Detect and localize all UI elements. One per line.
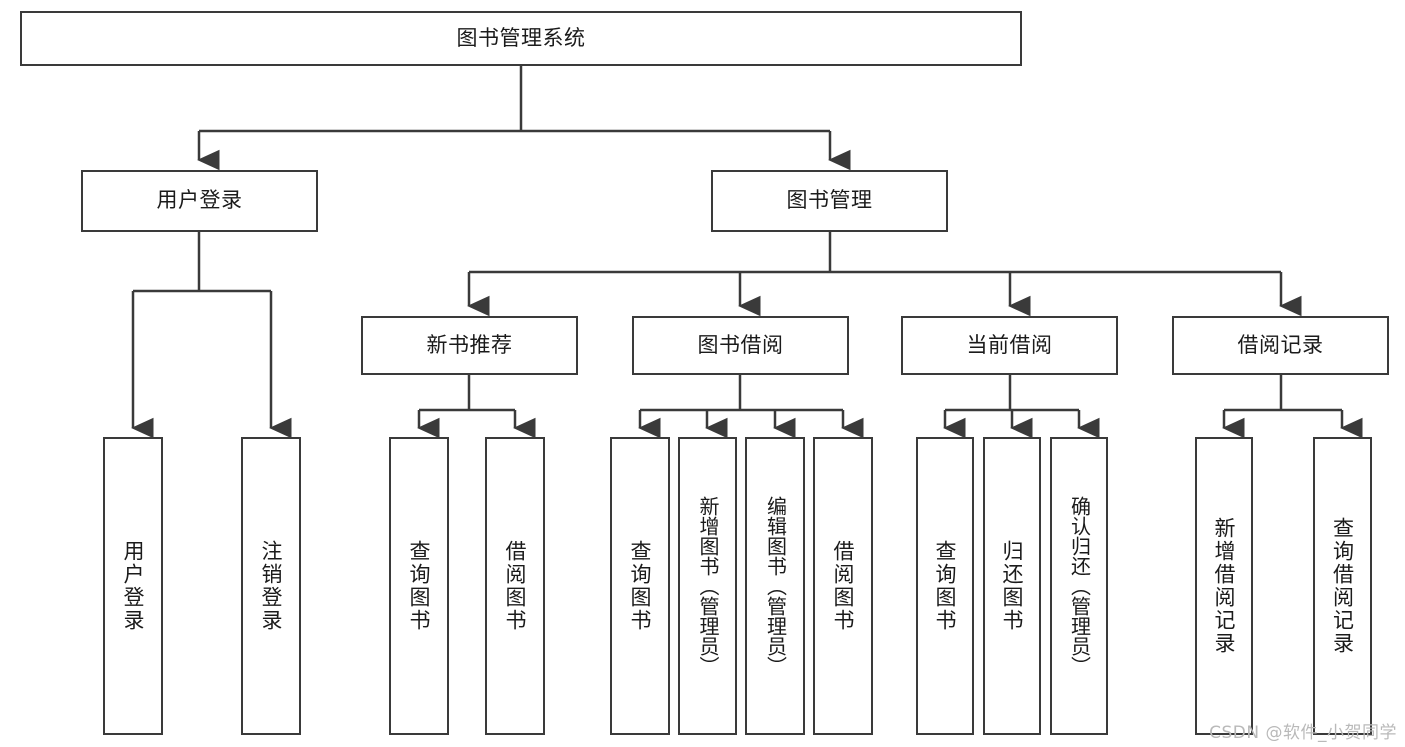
leaf-add-record[interactable]: 新增借阅记录 (1195, 437, 1253, 735)
leaf-user-login-label: 用户登录 (121, 540, 146, 632)
leaf-query-book-2[interactable]: 查询图书 (610, 437, 670, 735)
node-book-borrow-label: 图书借阅 (697, 332, 784, 357)
leaf-query-book-3[interactable]: 查询图书 (916, 437, 974, 735)
node-root-label: 图书管理系统 (456, 25, 586, 50)
leaf-borrow-book-2[interactable]: 借阅图书 (813, 437, 873, 735)
leaf-logout-label: 注销登录 (259, 540, 284, 632)
leaf-query-book-3-label: 查询图书 (933, 540, 958, 632)
leaf-confirm-return-label: 确认归还（管理员） (1067, 496, 1092, 676)
leaf-user-login[interactable]: 用户登录 (103, 437, 163, 735)
node-new-book-recommend[interactable]: 新书推荐 (361, 316, 578, 375)
leaf-edit-book-label: 编辑图书（管理员） (763, 496, 788, 676)
leaf-add-record-label: 新增借阅记录 (1212, 517, 1237, 655)
node-borrow-record[interactable]: 借阅记录 (1172, 316, 1389, 375)
node-book-management[interactable]: 图书管理 (711, 170, 948, 232)
leaf-borrow-book-2-label: 借阅图书 (831, 540, 856, 632)
node-new-book-recommend-label: 新书推荐 (426, 332, 513, 357)
leaf-logout[interactable]: 注销登录 (241, 437, 301, 735)
node-user-login-label: 用户登录 (156, 188, 243, 213)
leaf-add-book[interactable]: 新增图书（管理员） (678, 437, 737, 735)
leaf-return-book[interactable]: 归还图书 (983, 437, 1041, 735)
node-borrow-record-label: 借阅记录 (1237, 332, 1324, 357)
node-root[interactable]: 图书管理系统 (20, 11, 1022, 66)
node-user-login[interactable]: 用户登录 (81, 170, 318, 232)
leaf-query-record-label: 查询借阅记录 (1330, 517, 1355, 655)
leaf-borrow-book-1-label: 借阅图书 (503, 540, 528, 632)
leaf-query-book-1-label: 查询图书 (407, 540, 432, 632)
leaf-add-book-label: 新增图书（管理员） (696, 496, 720, 676)
leaf-borrow-book-1[interactable]: 借阅图书 (485, 437, 545, 735)
node-book-borrow[interactable]: 图书借阅 (632, 316, 849, 375)
watermark-text: CSDN @软件_小贺同学 (1209, 723, 1397, 743)
leaf-query-book-2-label: 查询图书 (628, 540, 653, 632)
node-book-management-label: 图书管理 (786, 188, 873, 213)
node-current-borrow[interactable]: 当前借阅 (901, 316, 1118, 375)
leaf-query-record[interactable]: 查询借阅记录 (1313, 437, 1372, 735)
node-current-borrow-label: 当前借阅 (966, 332, 1053, 357)
leaf-query-book-1[interactable]: 查询图书 (389, 437, 449, 735)
leaf-return-book-label: 归还图书 (1000, 540, 1025, 632)
leaf-edit-book[interactable]: 编辑图书（管理员） (745, 437, 805, 735)
leaf-confirm-return[interactable]: 确认归还（管理员） (1050, 437, 1108, 735)
